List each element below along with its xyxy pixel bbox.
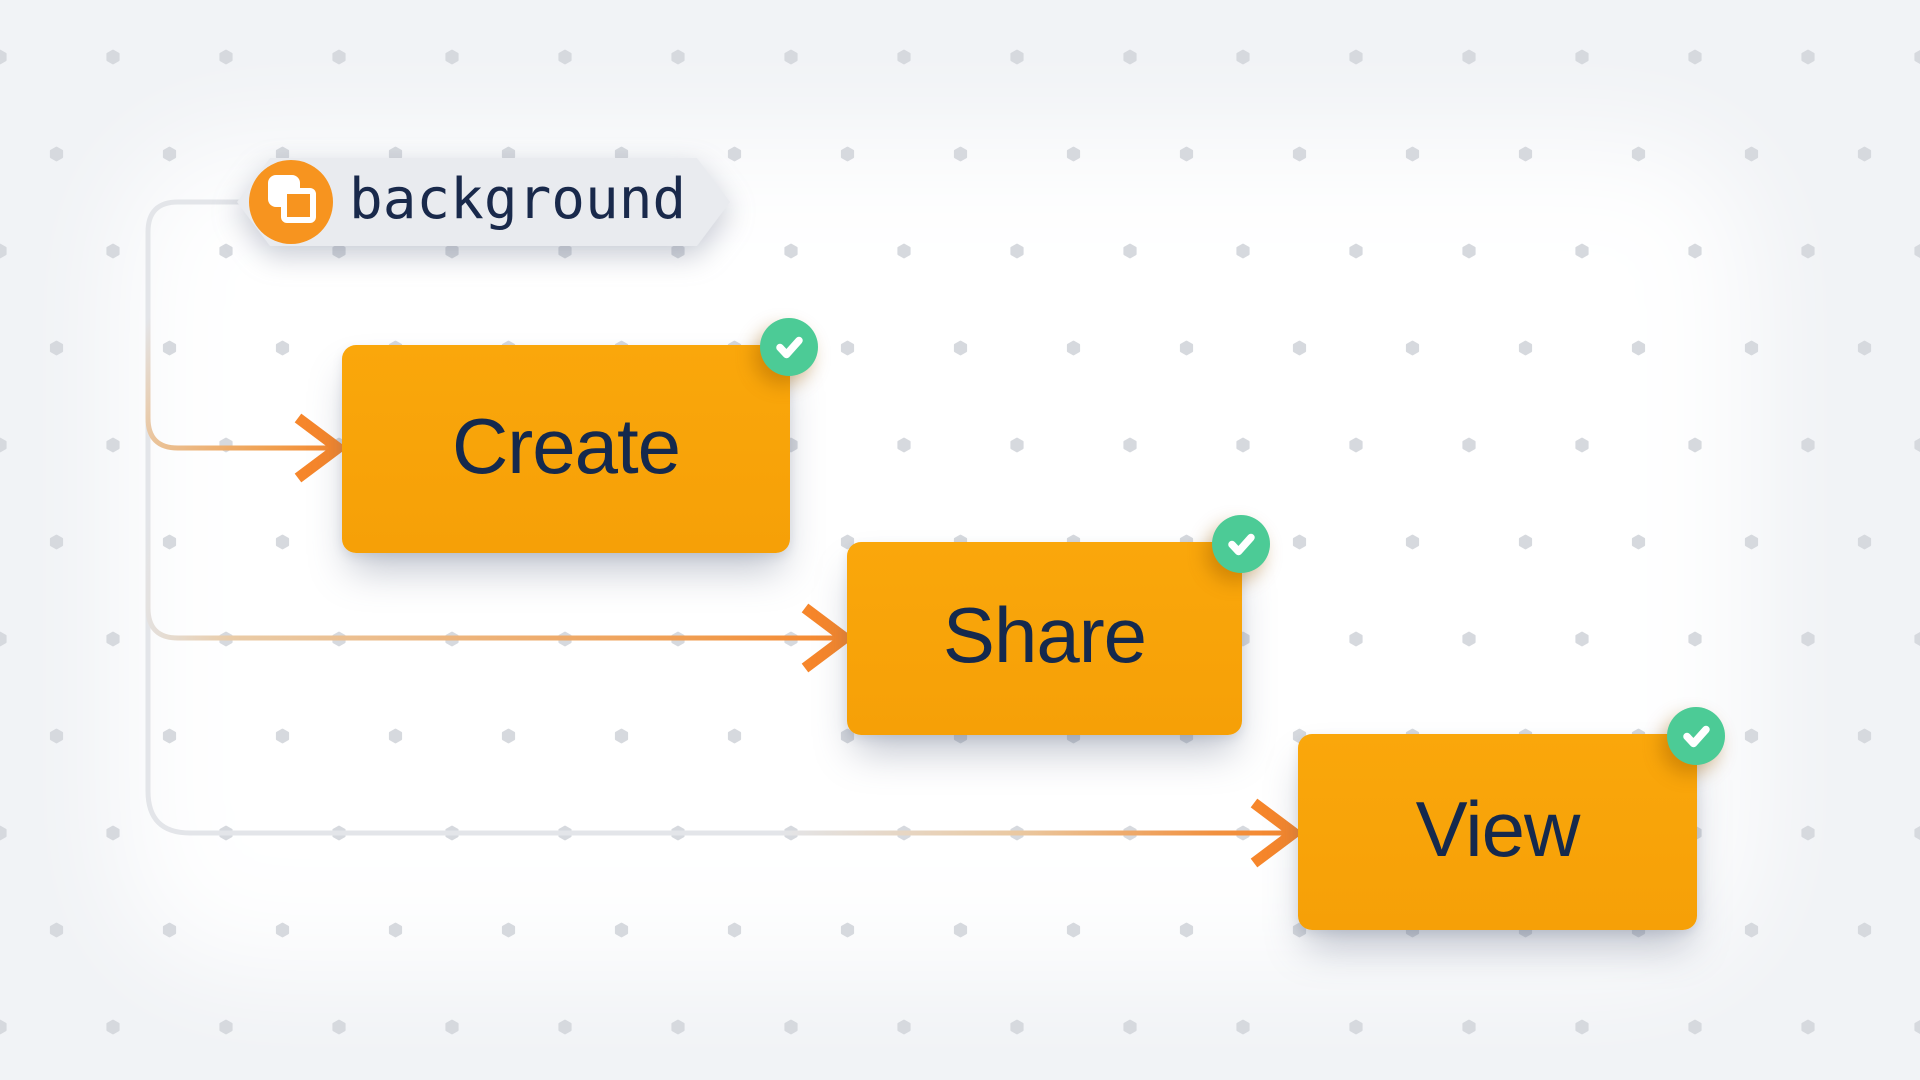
layers-copy-icon [249,160,333,244]
arrowhead-share [801,603,855,673]
tag-label: background [349,166,687,232]
node-share[interactable]: Share [847,515,1270,735]
node-view-label: View [1415,784,1581,873]
tag-shape: background [237,158,730,246]
node-create-label: Create [451,401,681,490]
arrowhead-create [294,413,348,483]
check-icon [776,336,803,359]
connector-branch-share [145,520,845,641]
background-tag[interactable]: background [237,158,730,246]
check-icon [1228,533,1255,556]
layers-front-square [281,188,316,223]
node-create[interactable]: Create [342,318,818,553]
node-share-label: Share [942,591,1147,679]
check-badge [1667,707,1725,765]
check-badge [1212,515,1270,573]
connector-trunk [145,199,1296,836]
connector-branch-create [145,318,340,451]
check-badge [760,318,818,376]
arrowhead-view [1250,798,1304,868]
node-view[interactable]: View [1298,707,1725,930]
check-icon [1683,725,1710,748]
